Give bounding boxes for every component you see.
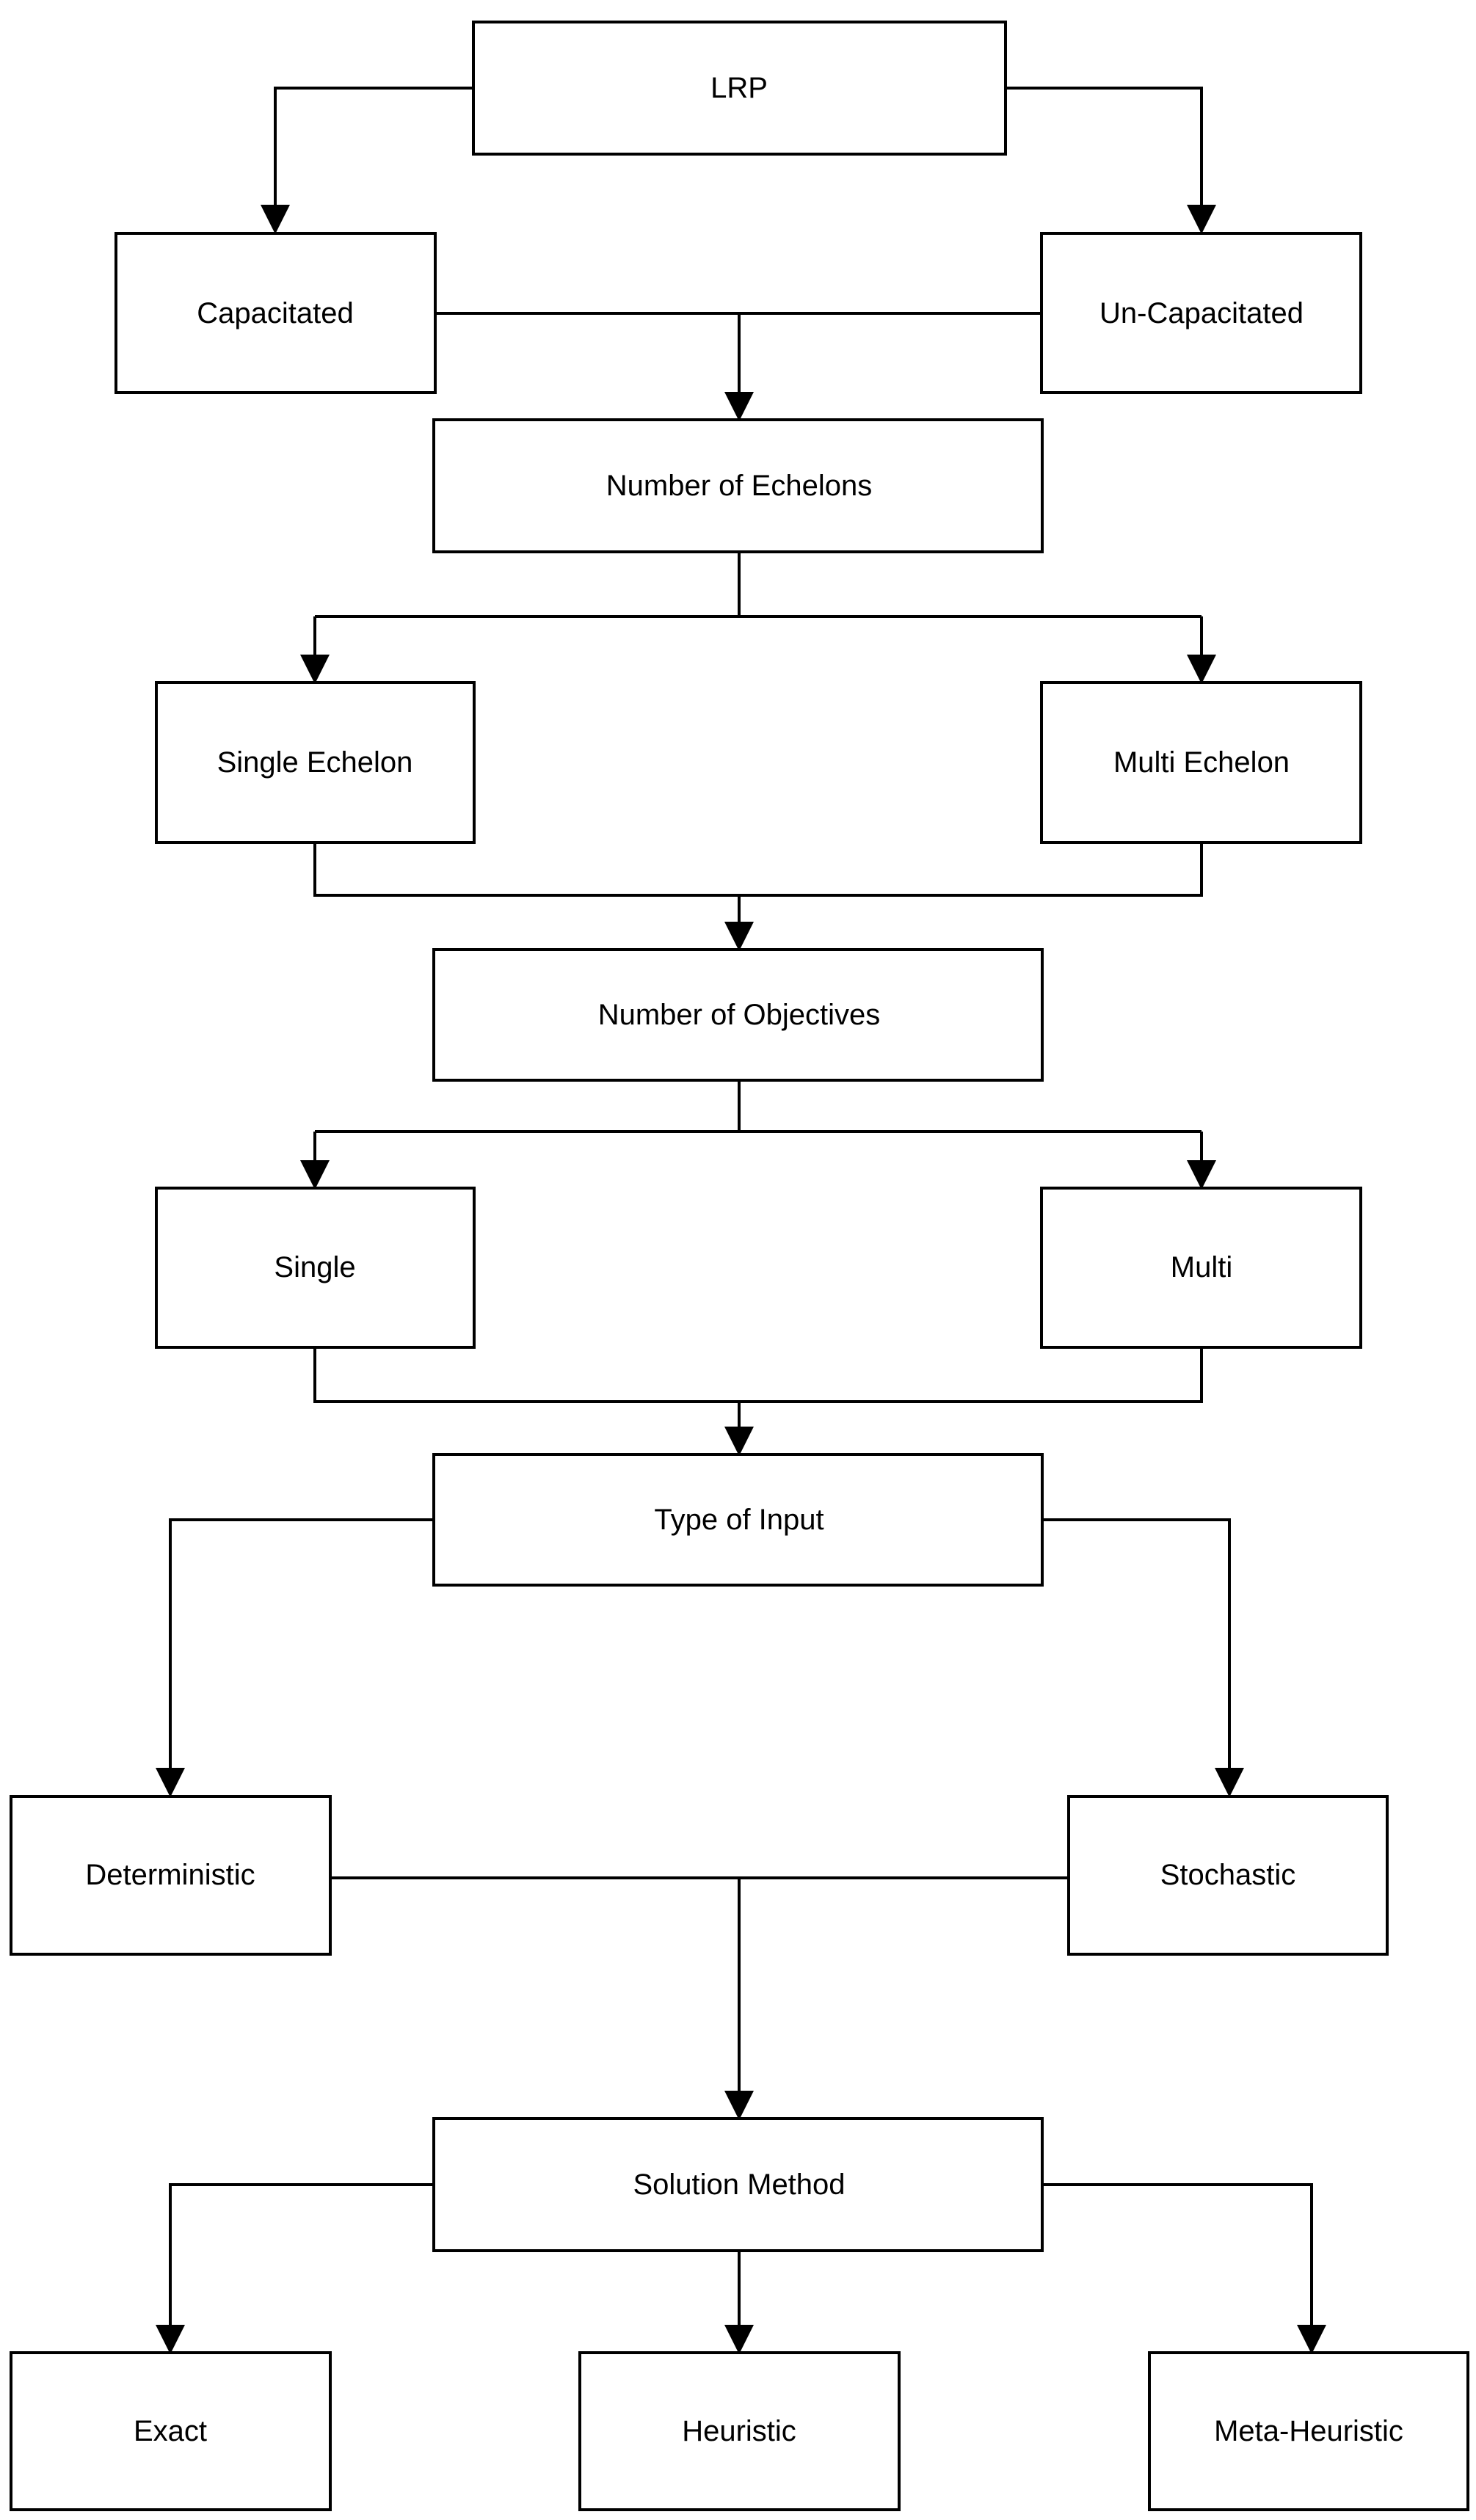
edge-solution-method-to-exact xyxy=(156,2183,434,2354)
node-multi-echelon: Multi Echelon xyxy=(1040,681,1362,844)
edge-objectives-merge xyxy=(313,1347,1203,1403)
edge-type-of-input-to-stochastic xyxy=(1042,1518,1244,1797)
node-capacitated: Capacitated xyxy=(114,232,437,394)
node-label: Type of Input xyxy=(654,1504,824,1536)
node-label: Stochastic xyxy=(1160,1859,1296,1891)
node-lrp: LRP xyxy=(472,21,1007,156)
edge-echelons-merge xyxy=(313,842,1203,897)
node-type-of-input: Type of Input xyxy=(432,1453,1044,1587)
edge-solution-method-to-meta-heuristic xyxy=(1042,2183,1326,2354)
node-single-echelon: Single Echelon xyxy=(155,681,476,844)
node-solution-method: Solution Method xyxy=(432,2117,1044,2252)
node-number-of-objectives: Number of Objectives xyxy=(432,948,1044,1082)
edge-num-echelons-split xyxy=(315,552,1201,618)
edge-lrp-to-capacitated xyxy=(261,87,473,234)
node-label: Single Echelon xyxy=(217,746,413,779)
node-label: Multi xyxy=(1171,1251,1232,1283)
node-heuristic: Heuristic xyxy=(578,2351,901,2511)
node-uncapacitated: Un-Capacitated xyxy=(1040,232,1362,394)
node-single: Single xyxy=(155,1187,476,1349)
node-multi: Multi xyxy=(1040,1187,1362,1349)
node-label: Multi Echelon xyxy=(1113,746,1290,779)
node-exact: Exact xyxy=(10,2351,332,2511)
node-label: Capacitated xyxy=(197,297,353,329)
node-label: Number of Echelons xyxy=(606,470,872,502)
nodes: LRP Capacitated Un-Capacitated Number of… xyxy=(10,21,1469,2511)
edge-lrp-to-uncapacitated xyxy=(1006,87,1216,234)
node-label: Single xyxy=(274,1251,355,1283)
node-deterministic: Deterministic xyxy=(10,1795,332,1956)
node-label: Deterministic xyxy=(85,1859,255,1891)
node-label: Meta-Heuristic xyxy=(1214,2415,1403,2447)
node-number-of-echelons: Number of Echelons xyxy=(432,418,1044,553)
node-label: Exact xyxy=(134,2415,207,2447)
node-stochastic: Stochastic xyxy=(1067,1795,1389,1956)
node-label: Number of Objectives xyxy=(598,999,881,1031)
node-label: LRP xyxy=(710,72,768,104)
node-label: Heuristic xyxy=(682,2415,796,2447)
edge-num-objectives-split xyxy=(315,1080,1201,1133)
connectors xyxy=(156,87,1326,2354)
edge-type-of-input-to-deterministic xyxy=(156,1518,434,1797)
node-label: Un-Capacitated xyxy=(1099,297,1304,329)
node-meta-heuristic: Meta-Heuristic xyxy=(1148,2351,1469,2511)
node-label: Solution Method xyxy=(633,2168,845,2201)
